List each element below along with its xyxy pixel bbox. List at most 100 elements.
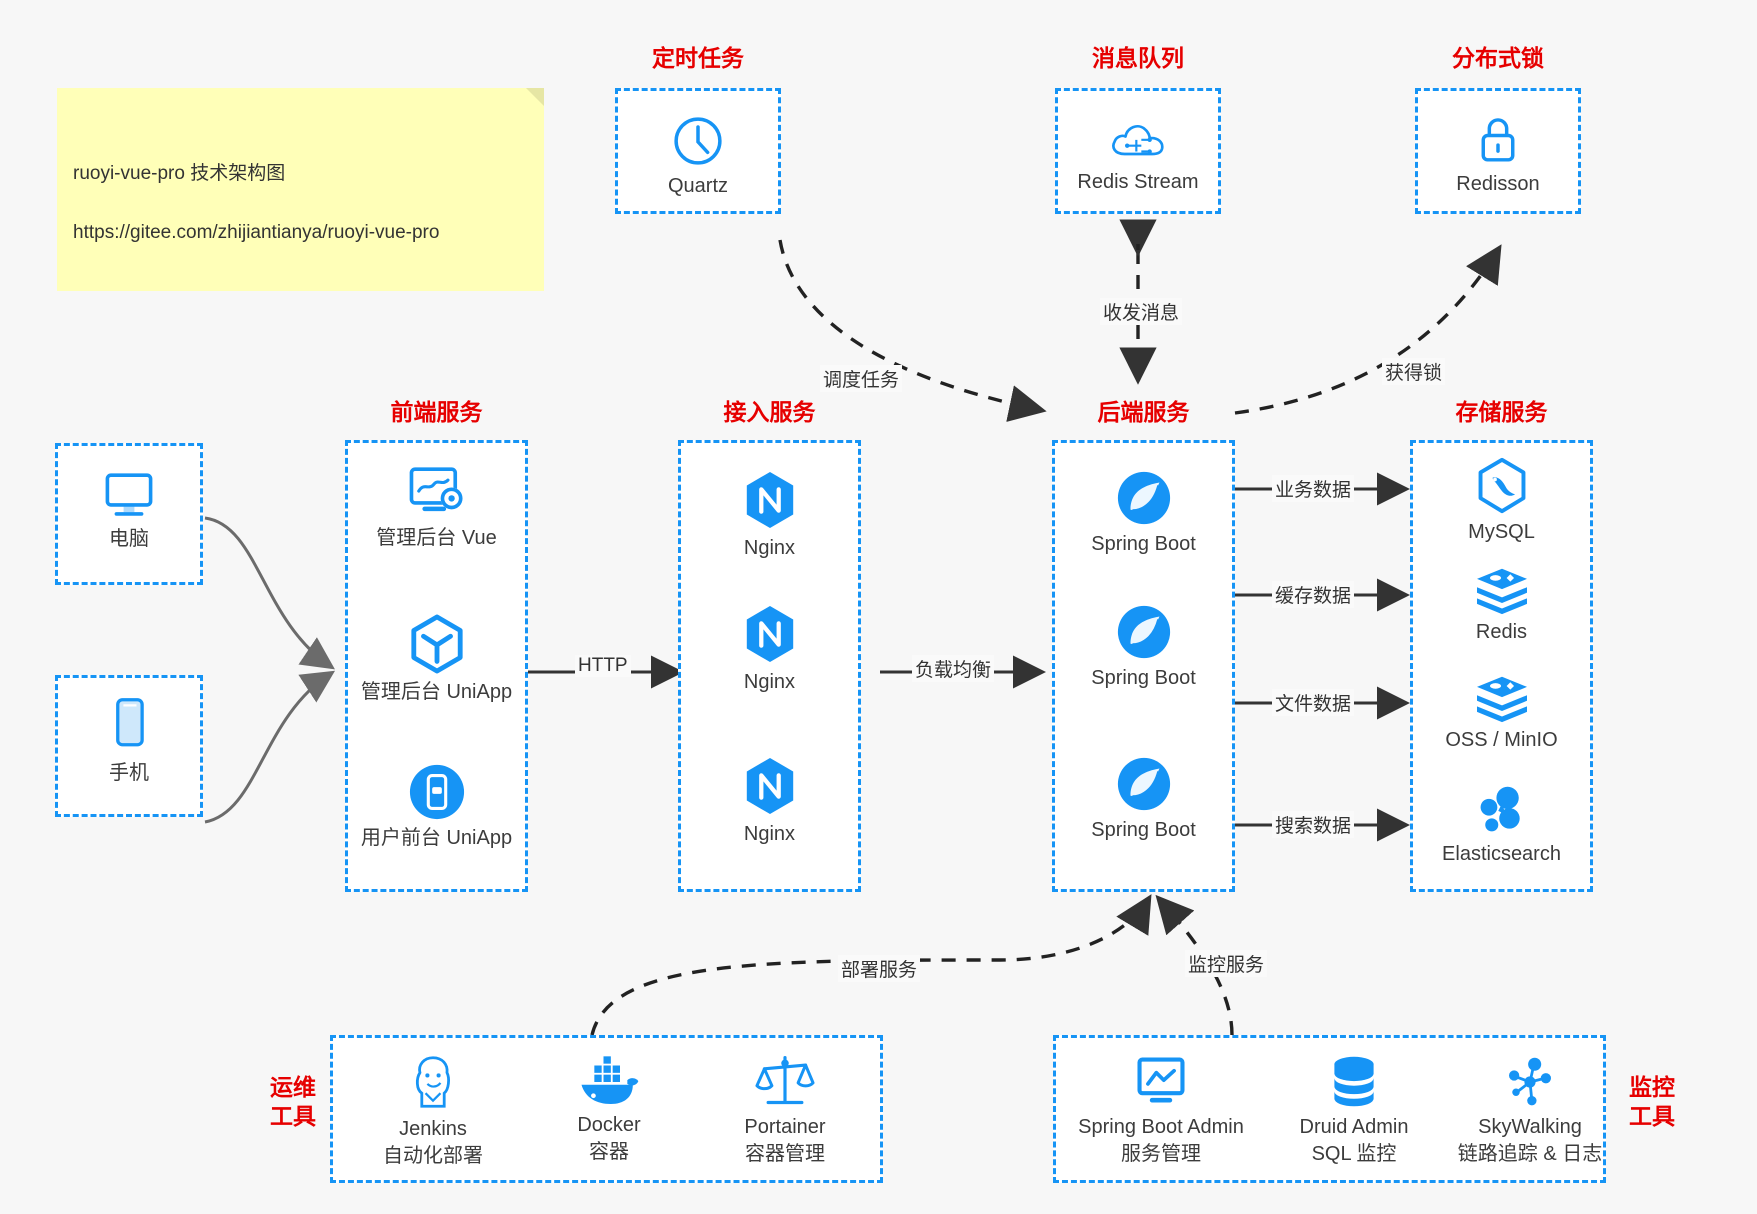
node-label: Redis — [1475, 621, 1528, 643]
node-label: Spring Boot — [1091, 667, 1196, 689]
edge-label-acquire-lock: 获得锁 — [1382, 358, 1446, 385]
note-fold-corner — [526, 88, 544, 106]
node-label: 用户前台 UniApp — [360, 827, 513, 849]
node-spring-boot-2[interactable]: Spring Boot — [1055, 603, 1232, 692]
node-label: Quartz — [667, 175, 729, 197]
node-label: Redisson — [1456, 173, 1540, 195]
node-redis-stream[interactable]: Redis Stream — [1058, 113, 1218, 196]
cloud-stream-icon — [1112, 125, 1164, 156]
portainer-icon — [755, 1056, 815, 1105]
node-label: 管理后台 Vue — [376, 527, 497, 549]
node-label: Docker — [577, 1114, 641, 1136]
group-title-frontend: 前端服务 — [390, 399, 483, 425]
spring-icon — [1117, 605, 1170, 659]
node-portainer[interactable]: Portainer 容器管理 — [697, 1052, 873, 1168]
node-desktop[interactable]: 电脑 — [58, 468, 200, 553]
node-label: Jenkins — [399, 1118, 467, 1140]
app-phone-icon — [409, 764, 464, 820]
group-box-storage: MySQL Redis OSS / MinIO — [1410, 440, 1593, 892]
node-redisson[interactable]: Redisson — [1418, 111, 1578, 198]
desktop-icon — [105, 473, 153, 516]
group-box-client-mobile: 手机 — [55, 675, 203, 817]
node-skywalking[interactable]: SkyWalking 链路追踪 & 日志 — [1442, 1054, 1618, 1168]
docker-icon — [581, 1056, 639, 1104]
node-mysql[interactable]: MySQL — [1413, 457, 1590, 546]
monitor-chart-icon — [1137, 1057, 1185, 1103]
mobile-icon — [116, 698, 144, 747]
group-title-gateway: 接入服务 — [723, 399, 816, 425]
group-title-storage: 存储服务 — [1455, 399, 1548, 425]
redis-icon — [1476, 568, 1527, 615]
node-elasticsearch[interactable]: Elasticsearch — [1413, 783, 1590, 868]
node-nginx-2[interactable]: Nginx — [681, 603, 858, 696]
node-label: Spring Boot — [1091, 819, 1196, 841]
node-druid-admin[interactable]: Druid Admin SQL 监控 — [1266, 1054, 1442, 1168]
node-oss-minio[interactable]: OSS / MinIO — [1413, 673, 1590, 754]
node-spring-boot-1[interactable]: Spring Boot — [1055, 469, 1232, 558]
group-box-lock: Redisson — [1415, 88, 1581, 214]
node-label: Spring Boot — [1091, 533, 1196, 555]
node-label: 电脑 — [109, 528, 149, 550]
jenkins-icon — [415, 1056, 450, 1108]
group-title-mq: 消息队列 — [1092, 45, 1184, 71]
node-admin-vue[interactable]: 管理后台 Vue — [348, 463, 525, 552]
group-box-mq: Redis Stream — [1055, 88, 1221, 214]
node-sublabel: 容器 — [589, 1141, 629, 1163]
edge-label-deploy-service: 部署服务 — [838, 955, 921, 982]
edge-label-load-balance: 负载均衡 — [912, 655, 995, 682]
node-user-uniapp[interactable]: 用户前台 UniApp — [348, 763, 525, 852]
note-title: ruoyi-vue-pro 技术架构图 — [73, 162, 286, 184]
note-url: https://gitee.com/zhijiantianya/ruoyi-vu… — [73, 221, 440, 243]
group-box-scheduler: Quartz — [615, 88, 781, 214]
node-label: Nginx — [743, 537, 796, 559]
node-spring-boot-3[interactable]: Spring Boot — [1055, 755, 1232, 844]
nginx-icon — [746, 757, 793, 815]
group-title-monitor: 监控 工具 — [1629, 1074, 1675, 1129]
edge-label-cache-data: 缓存数据 — [1272, 581, 1355, 608]
node-label: Spring Boot Admin — [1078, 1116, 1244, 1138]
group-title-lock: 分布式锁 — [1452, 45, 1544, 71]
edge-label-schedule-task: 调度任务 — [820, 365, 903, 392]
oss-icon — [1476, 676, 1527, 723]
edge-label-http: HTTP — [575, 655, 631, 677]
node-nginx-3[interactable]: Nginx — [681, 755, 858, 848]
node-docker[interactable]: Docker 容器 — [521, 1056, 697, 1166]
node-jenkins[interactable]: Jenkins 自动化部署 — [345, 1052, 521, 1170]
group-title-scheduler: 定时任务 — [652, 45, 744, 71]
node-nginx-1[interactable]: Nginx — [681, 469, 858, 562]
node-redis[interactable]: Redis — [1413, 565, 1590, 646]
node-label: Redis Stream — [1077, 171, 1199, 193]
edge-label-monitor-service: 监控服务 — [1185, 950, 1268, 977]
lock-icon — [1481, 118, 1515, 162]
group-box-devops: Jenkins 自动化部署 Docker 容器 — [330, 1035, 883, 1183]
node-sublabel: 链路追踪 & 日志 — [1457, 1143, 1603, 1165]
node-sublabel: SQL 监控 — [1311, 1143, 1397, 1165]
spring-icon — [1117, 471, 1170, 525]
mysql-icon — [1478, 457, 1525, 514]
node-sublabel: 容器管理 — [745, 1143, 825, 1165]
node-label: Elasticsearch — [1442, 843, 1561, 865]
node-label: Portainer — [744, 1116, 826, 1138]
node-quartz[interactable]: Quartz — [618, 113, 778, 200]
node-label: 管理后台 UniApp — [360, 681, 513, 703]
node-spring-boot-admin[interactable]: Spring Boot Admin 服务管理 — [1056, 1054, 1266, 1168]
edge-label-send-receive-message: 收发消息 — [1100, 298, 1183, 325]
group-box-client-desktop: 电脑 — [55, 443, 203, 585]
node-sublabel: 服务管理 — [1121, 1143, 1201, 1165]
node-mobile[interactable]: 手机 — [58, 696, 200, 787]
node-sublabel: 自动化部署 — [383, 1145, 483, 1167]
clock-icon — [674, 117, 722, 165]
dashboard-gear-icon — [409, 467, 463, 512]
group-title-devops: 运维 工具 — [270, 1074, 316, 1129]
node-admin-uniapp[interactable]: 管理后台 UniApp — [348, 613, 525, 706]
node-label: SkyWalking — [1478, 1116, 1582, 1138]
skywalking-icon — [1509, 1057, 1551, 1106]
spring-icon — [1117, 757, 1170, 811]
group-box-backend: Spring Boot Spring Boot Spring Boot — [1052, 440, 1235, 892]
nginx-icon — [746, 471, 793, 529]
elasticsearch-icon — [1480, 786, 1520, 832]
node-label: MySQL — [1468, 521, 1535, 543]
node-label: Druid Admin — [1299, 1116, 1409, 1138]
diagram-note: ruoyi-vue-pro 技术架构图 https://gitee.com/zh… — [57, 88, 544, 291]
